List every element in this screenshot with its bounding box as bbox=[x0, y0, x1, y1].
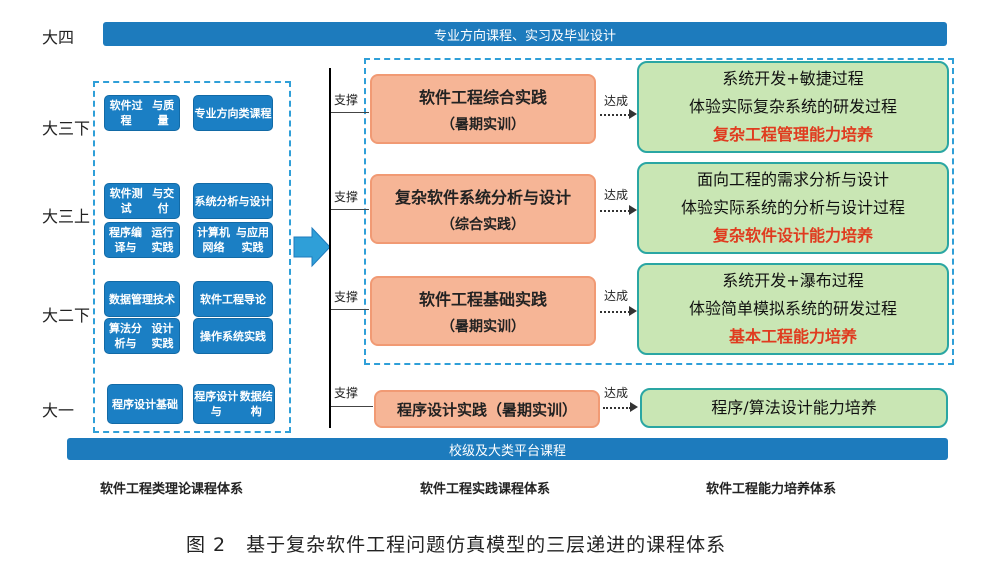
bottom-banner: 校级及大类平台课程 bbox=[67, 438, 948, 460]
top-banner: 专业方向课程、实习及毕业设计 bbox=[103, 22, 947, 46]
achieve-connector bbox=[600, 210, 630, 212]
support-connector bbox=[331, 406, 373, 407]
year-label-sophomore-spring: 大二下 bbox=[42, 306, 91, 325]
course-box: 软件工程导论 bbox=[193, 281, 273, 317]
support-connector bbox=[331, 209, 369, 210]
year-label-freshman: 大一 bbox=[42, 401, 75, 420]
achieve-label: 达成 bbox=[604, 188, 629, 202]
year-label-junior-spring: 大三下 bbox=[42, 119, 91, 138]
support-label: 支撑 bbox=[334, 386, 359, 400]
support-connector bbox=[331, 112, 369, 113]
practice-box: 程序设计实践（暑期实训） bbox=[374, 390, 600, 428]
achieve-label: 达成 bbox=[604, 94, 629, 108]
course-box: 系统分析与设计 bbox=[193, 183, 273, 219]
course-box: 软件过程与质量 bbox=[104, 95, 180, 131]
arrowhead-icon bbox=[630, 402, 638, 412]
course-box: 软件测试与交付 bbox=[104, 183, 180, 219]
arrowhead-icon bbox=[629, 306, 637, 316]
ability-box: 系统开发+瀑布过程体验简单模拟系统的研发过程基本工程能力培养 bbox=[637, 263, 949, 355]
course-box: 计算机网络与应用实践 bbox=[193, 222, 273, 258]
footer-label-practice: 软件工程实践课程体系 bbox=[420, 482, 551, 497]
footer-label-ability: 软件工程能力培养体系 bbox=[706, 482, 837, 497]
practice-box: 软件工程综合实践（暑期实训） bbox=[370, 74, 596, 144]
course-box: 数据管理技术 bbox=[104, 281, 180, 317]
theory-course-box bbox=[93, 81, 291, 433]
year-label-senior: 大四 bbox=[42, 28, 75, 47]
support-spine bbox=[329, 68, 331, 428]
course-box: 程序设计基础 bbox=[107, 384, 183, 424]
ability-box: 系统开发+敏捷过程体验实际复杂系统的研发过程复杂工程管理能力培养 bbox=[637, 61, 949, 153]
support-label: 支撑 bbox=[334, 290, 359, 304]
year-label-junior-fall: 大三上 bbox=[42, 207, 91, 226]
practice-region-box bbox=[364, 58, 954, 365]
practice-box: 软件工程基础实践（暑期实训） bbox=[370, 276, 596, 346]
support-label: 支撑 bbox=[334, 190, 359, 204]
figure-caption: 图 2 基于复杂软件工程问题仿真模型的三层递进的课程体系 bbox=[186, 534, 727, 556]
support-label: 支撑 bbox=[334, 93, 359, 107]
ability-box: 程序/算法设计能力培养 bbox=[640, 388, 948, 428]
achieve-connector bbox=[600, 311, 630, 313]
arrowhead-icon bbox=[629, 109, 637, 119]
ability-box: 面向工程的需求分析与设计体验实际系统的分析与设计过程复杂软件设计能力培养 bbox=[637, 162, 949, 254]
achieve-label: 达成 bbox=[604, 386, 629, 400]
course-box: 算法分析与设计实践 bbox=[104, 318, 180, 354]
achieve-connector bbox=[600, 114, 630, 116]
achieve-connector bbox=[603, 407, 631, 409]
course-box: 专业方向类课程 bbox=[193, 95, 273, 131]
footer-label-theory: 软件工程类理论课程体系 bbox=[100, 482, 244, 497]
arrowhead-icon bbox=[629, 205, 637, 215]
achieve-label: 达成 bbox=[604, 289, 629, 303]
big-arrow-icon bbox=[293, 226, 331, 268]
practice-box: 复杂软件系统分析与设计（综合实践） bbox=[370, 174, 596, 244]
course-box: 程序设计与数据结构 bbox=[193, 384, 275, 424]
support-connector bbox=[331, 309, 369, 310]
course-box: 操作系统实践 bbox=[193, 318, 273, 354]
course-box: 程序编译与运行实践 bbox=[104, 222, 180, 258]
